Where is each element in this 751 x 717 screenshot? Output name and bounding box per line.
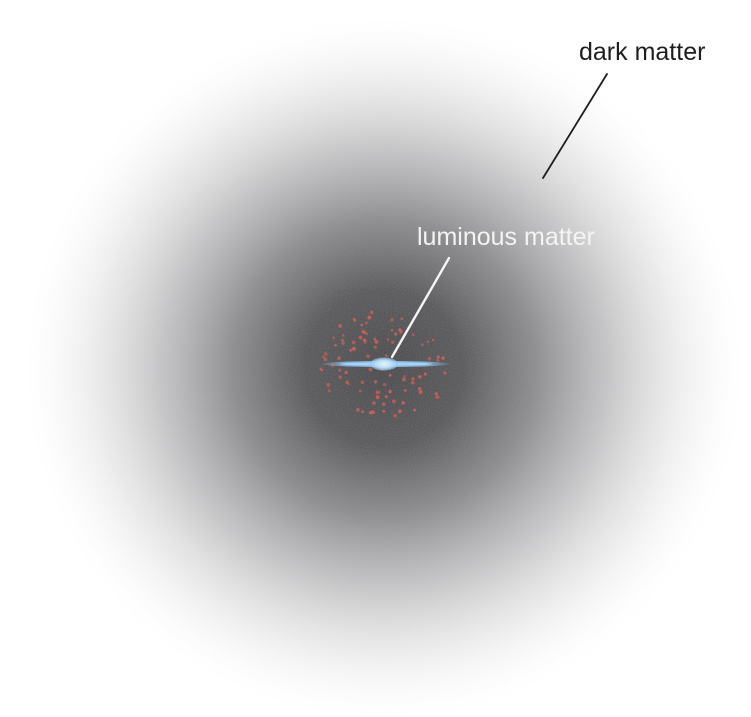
globular-cluster-dot	[356, 407, 360, 412]
globular-cluster-dot	[373, 337, 377, 341]
globular-cluster-dot	[367, 315, 372, 320]
globular-cluster-dot	[365, 321, 368, 325]
globular-cluster-dot	[401, 401, 405, 405]
dark-matter-leader-line	[542, 73, 608, 179]
globular-cluster-dot	[393, 413, 397, 418]
globular-cluster-dot	[369, 310, 374, 315]
luminous-matter-label: luminous matter	[417, 223, 595, 251]
globular-cluster-dot	[411, 377, 415, 381]
globular-cluster-dot	[436, 355, 440, 359]
globular-cluster-dot	[382, 409, 386, 413]
globular-cluster-dot	[358, 335, 363, 340]
globular-cluster-dot	[358, 389, 362, 393]
globular-cluster-dot	[391, 340, 395, 344]
globular-cluster-dot	[341, 334, 345, 337]
globular-cluster-dot	[394, 332, 398, 336]
globular-cluster-dot	[372, 401, 376, 405]
globular-cluster-dot	[344, 370, 348, 375]
globular-cluster-dot	[388, 373, 392, 377]
globular-cluster-dot	[413, 408, 417, 412]
globular-cluster-dot	[334, 344, 337, 347]
dark-matter-label: dark matter	[579, 38, 705, 66]
globular-cluster-dot	[377, 390, 381, 394]
globular-cluster-dot	[417, 387, 422, 391]
globular-cluster-dot	[426, 340, 430, 343]
globular-cluster-dot	[423, 372, 427, 376]
globular-cluster-dot	[324, 352, 328, 356]
globular-cluster-dot	[320, 368, 324, 372]
globular-cluster-dot	[418, 375, 422, 379]
globular-cluster-dot	[390, 318, 394, 322]
globular-cluster-dot	[366, 354, 370, 359]
globular-cluster-dot	[391, 399, 396, 404]
globular-cluster-dot	[386, 338, 390, 341]
globular-cluster-dot	[427, 357, 432, 361]
globular-cluster-dot	[403, 374, 406, 378]
globular-cluster-dot	[365, 332, 369, 335]
globular-cluster-dot	[410, 380, 415, 385]
globular-cluster-dot	[349, 348, 353, 352]
globular-cluster-dot	[436, 358, 440, 363]
globular-cluster-dot	[338, 375, 343, 379]
globular-cluster-dot	[434, 392, 438, 396]
globular-cluster-dot	[360, 380, 365, 385]
globular-cluster-dot	[431, 338, 435, 342]
globular-cluster-dot	[369, 410, 373, 415]
globular-cluster-dot	[421, 343, 424, 346]
globular-cluster-dot	[435, 395, 440, 399]
galactic-bulge	[370, 357, 398, 371]
globular-cluster-dot	[441, 356, 445, 360]
globular-cluster-dot	[385, 354, 388, 357]
globular-cluster-dot	[361, 410, 364, 413]
globular-cluster-dot	[360, 323, 364, 327]
globular-cluster-dot	[338, 368, 342, 372]
globular-cluster-dot	[384, 395, 388, 399]
globular-cluster-dot	[399, 329, 403, 334]
globular-cluster-dot	[351, 346, 356, 351]
globular-cluster-dot	[351, 340, 356, 345]
globular-cluster-dot	[373, 345, 377, 349]
luminous-matter-leader-line	[390, 256, 451, 359]
globular-cluster-dot	[322, 355, 325, 359]
globular-cluster-dot	[340, 338, 345, 342]
globular-cluster-dot	[373, 380, 378, 384]
globular-cluster-dot	[382, 382, 387, 387]
globular-cluster-dot	[341, 341, 345, 345]
globular-cluster-dot	[332, 336, 336, 340]
globular-cluster-dot	[401, 377, 406, 382]
globular-cluster-dot	[364, 341, 367, 344]
globular-cluster-dot	[398, 409, 402, 414]
globular-cluster-dot	[326, 382, 331, 387]
globular-cluster-dot	[418, 390, 423, 394]
globular-cluster-dot	[374, 340, 379, 344]
globular-cluster-dot	[347, 382, 350, 386]
globular-cluster-dot	[327, 389, 331, 393]
globular-cluster-dot	[337, 356, 341, 360]
globular-cluster-dot	[443, 371, 447, 375]
globular-cluster-dot	[381, 402, 386, 406]
globular-cluster-dot	[368, 367, 373, 372]
globular-cluster-dot	[400, 317, 404, 321]
globular-cluster-dot	[338, 324, 343, 328]
globular-cluster-dot	[403, 389, 407, 392]
globular-cluster-dot	[388, 389, 392, 394]
globular-cluster-dot	[390, 329, 394, 332]
globular-cluster-dot	[352, 317, 356, 321]
globular-cluster-dot	[375, 390, 379, 394]
globular-cluster-dot	[375, 395, 380, 400]
globular-cluster-dot	[411, 333, 415, 337]
globular-cluster-dot	[323, 357, 328, 362]
